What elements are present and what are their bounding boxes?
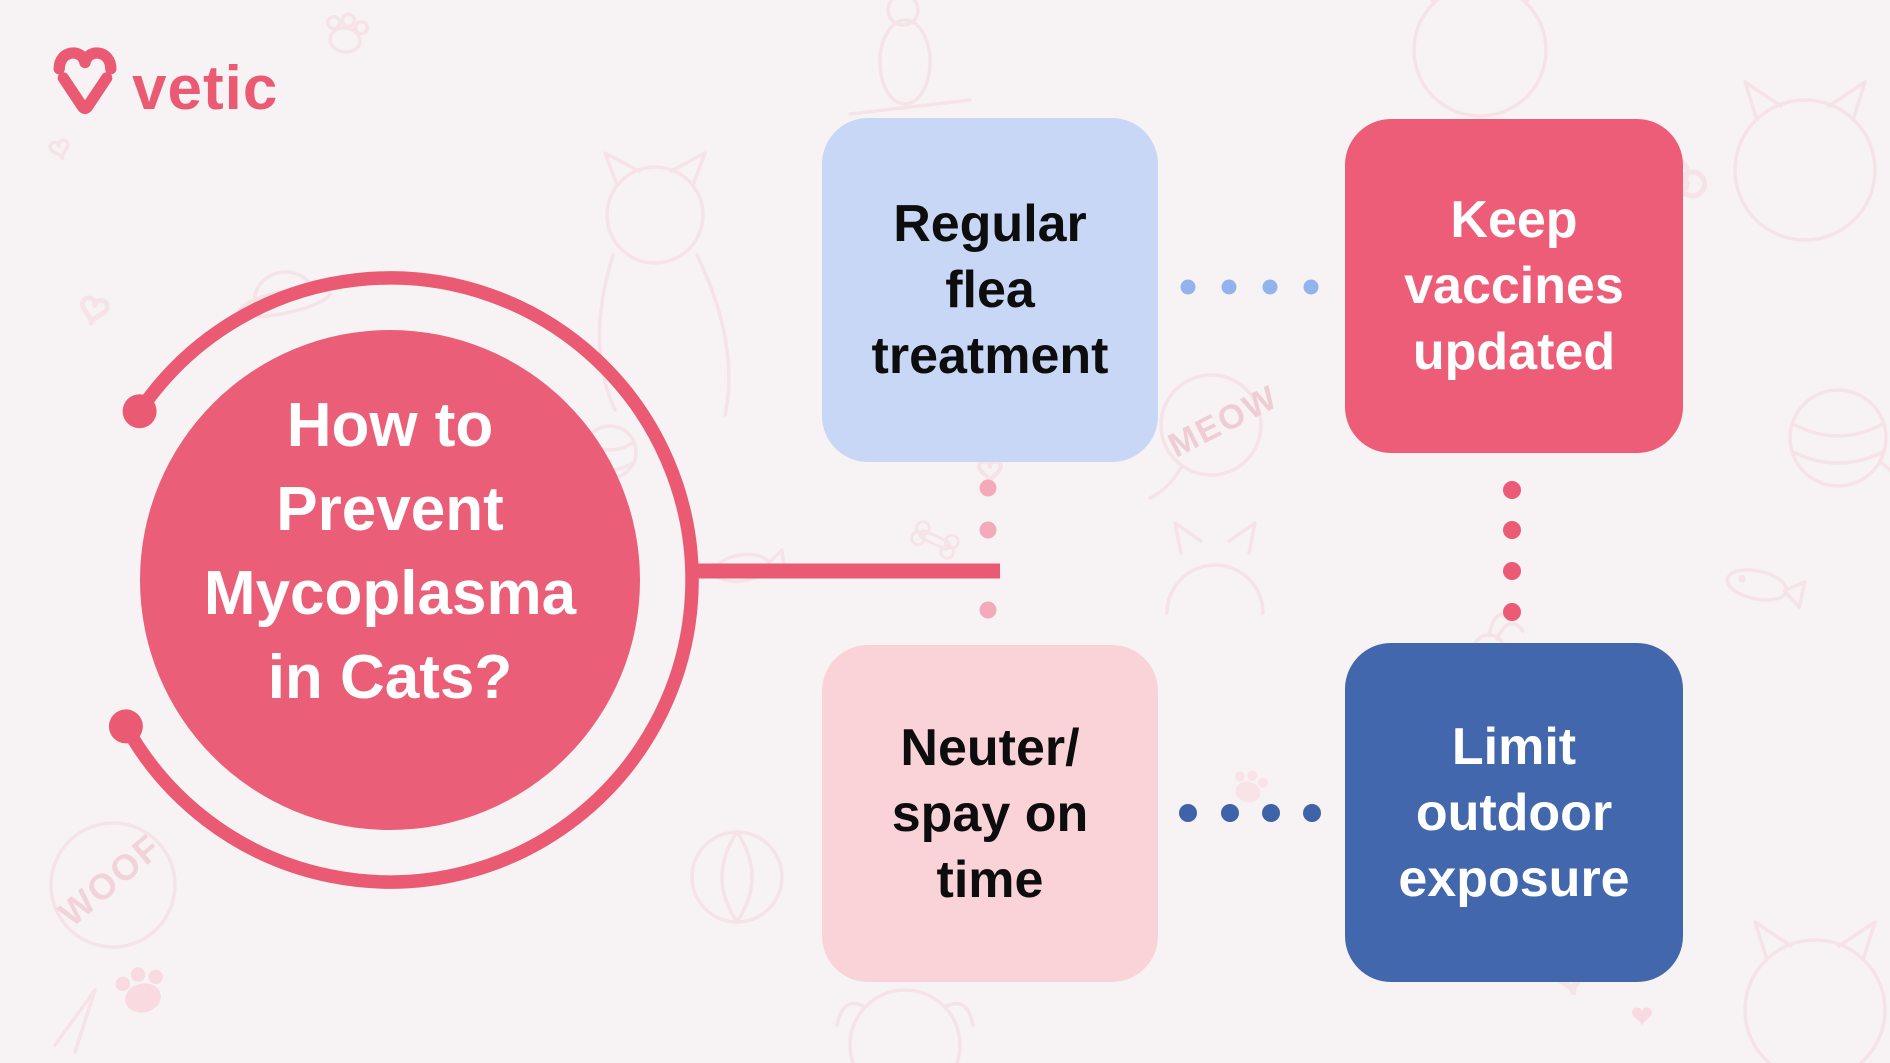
title-line: Mycoplasma [203,559,577,628]
title-line: How to [286,391,494,460]
box-label-line: flea [945,261,1035,319]
box-label: Keep vaccines updated [1404,187,1624,385]
box-label-line: time [936,850,1044,909]
fish-doodle [1725,568,1807,610]
paw-print-icon [115,967,163,1013]
box-keep-vaccines-updated: Keep vaccines updated [1345,119,1683,453]
woof-bubble-doodle [49,821,177,1054]
vetic-logo: vetic [52,40,278,120]
cat-doodle [1165,521,1265,615]
paw-print-icon [1234,770,1268,803]
arc-endpoint-dots [108,394,157,744]
box-label-line: exposure [1398,849,1630,908]
paw-doodle [326,12,370,54]
dots-top [1180,279,1319,295]
box-label-line: Regular [893,195,1087,253]
arc-endpoint-dot-bottom [108,709,143,744]
meow-bubble-doodle [1148,373,1263,500]
box-label-line: outdoor [1415,783,1613,842]
arc-path [120,271,699,889]
heart-doodle [48,138,70,161]
cat-doodle [597,151,731,417]
vetic-heart-icon [53,47,117,114]
box-label: Limit outdoor exposure [1398,714,1629,912]
dots-bottom [1179,804,1321,822]
dots-right [1503,481,1521,621]
title-line: in Cats? [267,643,513,712]
box-regular-flea-treatment: Regular flea treatment [822,118,1158,462]
box-label-line: spay on [891,784,1089,843]
arc-ring [120,271,1000,889]
parrot-doodle [848,0,972,116]
dog-doodle [835,988,975,1063]
title-circle: How to Prevent Mycoplasma in Cats? [140,330,640,830]
heart-doodle [1632,1007,1652,1027]
box-label-line: vaccines [1404,257,1624,315]
cat-doodle [1743,920,1887,1063]
box-neuter-spay-on-time: Neuter/ spay on time [822,645,1158,982]
box-label-line: treatment [871,327,1109,385]
arc-endpoint-dot-top [122,394,157,429]
box-label-line: Neuter/ [900,718,1080,777]
page-title: How to Prevent Mycoplasma in Cats? [204,384,576,720]
box-label-line: Limit [1451,717,1577,776]
bone-doodle [910,520,960,560]
heart-doodle [80,295,110,326]
yarn-ball-doodle [1788,388,1890,488]
dots-left [979,479,997,619]
beach-ball-doodle [690,830,784,924]
box-label: Regular flea treatment [872,191,1109,389]
cat-doodle [1733,80,1877,242]
box-label-line: Keep [1450,191,1578,249]
title-line: Prevent [276,475,504,544]
cat-doodle [1412,0,1548,118]
box-limit-outdoor-exposure: Limit outdoor exposure [1345,643,1683,982]
box-label: Neuter/ spay on time [892,715,1089,913]
box-label-line: updated [1412,323,1616,381]
vetic-wordmark: vetic [132,54,279,123]
